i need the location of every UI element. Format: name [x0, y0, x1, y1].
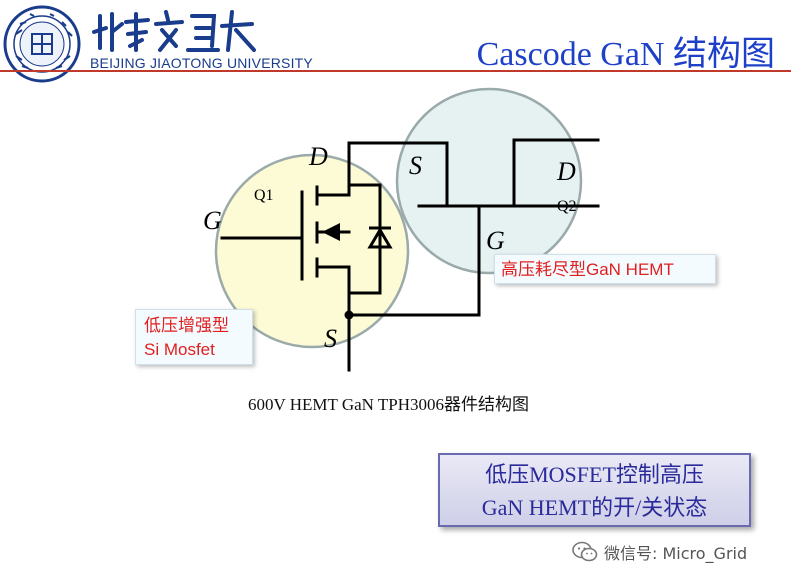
q1-drain-label: D — [308, 142, 328, 171]
hemt-callout: 高压耗尽型GaN HEMT — [494, 254, 716, 284]
summary-note-line1: 低压MOSFET控制高压 — [485, 462, 704, 487]
q1-diode-wire — [347, 183, 382, 295]
summary-note-line2: GaN HEMT的开/关状态 — [481, 495, 708, 520]
slide-title: Cascode GaN 结构图 — [476, 36, 775, 73]
figure-caption: 600V HEMT GaN TPH3006器件结构图 — [248, 395, 529, 414]
wechat-watermark: 微信号: Micro_Grid — [572, 540, 747, 564]
header-divider — [0, 70, 791, 72]
q1-device-label: Q1 — [254, 187, 274, 204]
q1-gate-label: G — [203, 206, 222, 235]
q2-circle — [395, 87, 583, 275]
q2-source-label: S — [409, 151, 422, 180]
q2-gate-label: G — [486, 226, 505, 255]
q2-drain — [512, 138, 600, 208]
mosfet-callout: 低压增强型 Si Mosfet — [135, 309, 253, 365]
university-seal-logo — [3, 5, 81, 83]
q2-device-label: Q2 — [557, 198, 577, 215]
summary-note: 低压MOSFET控制高压 GaN HEMT的开/关状态 — [438, 453, 751, 527]
q1-source-label: S — [324, 324, 337, 353]
q1-source-wire — [315, 265, 351, 372]
q1-body-arrow — [322, 223, 340, 241]
university-english-name: BEIJING JIAOTONG UNIVERSITY — [90, 55, 313, 71]
q1-circle — [214, 153, 410, 349]
q2-gate — [347, 204, 481, 317]
q1-diode-triangle — [367, 227, 393, 249]
university-calligraphy-logo — [92, 10, 256, 52]
source-junction-dot — [344, 310, 354, 320]
cascode-circuit-diagram: D G S S D G Q1 Q2 — [203, 87, 600, 372]
q2-drain-label: D — [556, 157, 576, 186]
mosfet-callout-line2: Si Mosfet — [144, 340, 215, 359]
wechat-id-text: 微信号: Micro_Grid — [604, 544, 748, 563]
mosfet-callout-line1: 低压增强型 — [144, 316, 229, 335]
q1-drain-wire — [315, 141, 351, 197]
wechat-icon — [572, 541, 598, 562]
